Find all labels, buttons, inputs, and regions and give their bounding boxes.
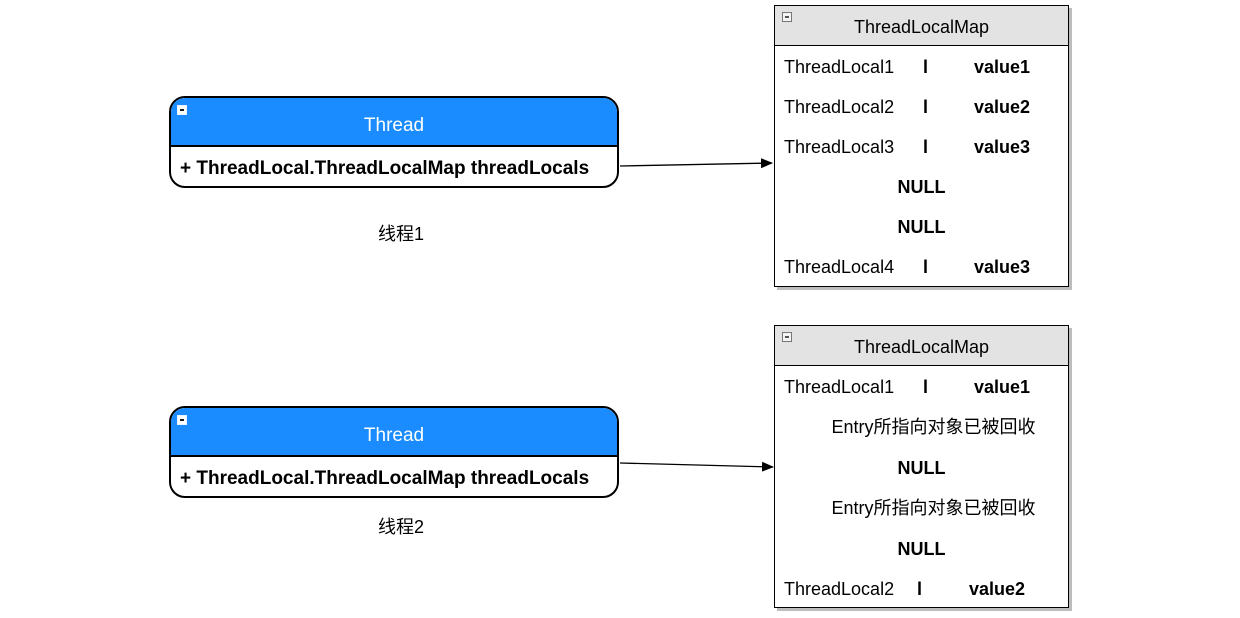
thread-caption: 线程2 xyxy=(378,517,425,537)
entry-separator: l xyxy=(923,257,929,277)
thread1-to-map1-arrow xyxy=(619,158,773,169)
thread2-to-map2-arrow xyxy=(619,461,774,472)
thread-title: Thread xyxy=(363,425,425,446)
entry-value: value1 xyxy=(974,57,1031,77)
entry-key: ThreadLocal1 xyxy=(784,377,895,397)
null-entry: NULL xyxy=(897,458,946,478)
collected-entry-note: Entry所指向对象已被回收 xyxy=(831,417,1036,437)
map-collected-row: Entry所指向对象已被回收 xyxy=(775,496,1068,520)
entry-separator: l xyxy=(917,579,923,599)
thread-header: Thread xyxy=(171,98,617,147)
map-collected-row: Entry所指向对象已被回收 xyxy=(775,415,1068,439)
entry-value: value2 xyxy=(969,579,1026,599)
entry-value: value1 xyxy=(974,377,1031,397)
entry-value: value3 xyxy=(974,257,1031,277)
entry-key: ThreadLocal3 xyxy=(784,137,895,157)
entry-key: ThreadLocal2 xyxy=(784,579,895,599)
collapse-icon[interactable] xyxy=(177,105,187,115)
map-entry-row: ThreadLocal4 l value3 xyxy=(775,255,1068,279)
null-entry: NULL xyxy=(897,177,946,197)
collapse-icon[interactable] xyxy=(177,415,187,425)
collected-entry-note: Entry所指向对象已被回收 xyxy=(831,498,1036,518)
map-title: ThreadLocalMap xyxy=(853,17,990,37)
thread-field: + ThreadLocal.ThreadLocalMap threadLocal… xyxy=(180,468,590,489)
entry-key: ThreadLocal4 xyxy=(784,257,895,277)
thread-caption: 线程1 xyxy=(378,224,425,244)
entry-separator: l xyxy=(923,57,929,77)
map-header: ThreadLocalMap xyxy=(775,326,1068,366)
entry-separator: l xyxy=(923,137,929,157)
thread-header: Thread xyxy=(171,408,617,457)
map-null-row: NULL xyxy=(775,215,1068,239)
thread-field: + ThreadLocal.ThreadLocalMap threadLocal… xyxy=(180,158,590,179)
null-entry: NULL xyxy=(897,539,946,559)
collapse-icon[interactable] xyxy=(782,332,792,342)
map-null-row: NULL xyxy=(775,537,1068,561)
entry-key: ThreadLocal2 xyxy=(784,97,895,117)
map-entry-row: ThreadLocal1 l value1 xyxy=(775,55,1068,79)
map-title: ThreadLocalMap xyxy=(853,337,990,357)
map-null-row: NULL xyxy=(775,175,1068,199)
thread-box-1[interactable]: Thread + ThreadLocal.ThreadLocalMap thre… xyxy=(169,96,619,188)
map-entry-row: ThreadLocal2 l value2 xyxy=(775,577,1068,601)
thread-title: Thread xyxy=(363,115,425,136)
map-entry-row: ThreadLocal2 l value2 xyxy=(775,95,1068,119)
entry-key: ThreadLocal1 xyxy=(784,57,895,77)
entry-value: value2 xyxy=(974,97,1031,117)
map-null-row: NULL xyxy=(775,456,1068,480)
entry-separator: l xyxy=(923,97,929,117)
entry-value: value3 xyxy=(974,137,1031,157)
map-entry-row: ThreadLocal1 l value1 xyxy=(775,375,1068,399)
collapse-icon[interactable] xyxy=(782,12,792,22)
map-header: ThreadLocalMap xyxy=(775,6,1068,46)
threadlocalmap-box-2[interactable]: ThreadLocalMap ThreadLocal1 l value1 Ent… xyxy=(774,325,1069,608)
thread-box-2[interactable]: Thread + ThreadLocal.ThreadLocalMap thre… xyxy=(169,406,619,498)
threadlocalmap-box-1[interactable]: ThreadLocalMap ThreadLocal1 l value1 Thr… xyxy=(774,5,1069,287)
map-entry-row: ThreadLocal3 l value3 xyxy=(775,135,1068,159)
entry-separator: l xyxy=(923,377,929,397)
null-entry: NULL xyxy=(897,217,946,237)
